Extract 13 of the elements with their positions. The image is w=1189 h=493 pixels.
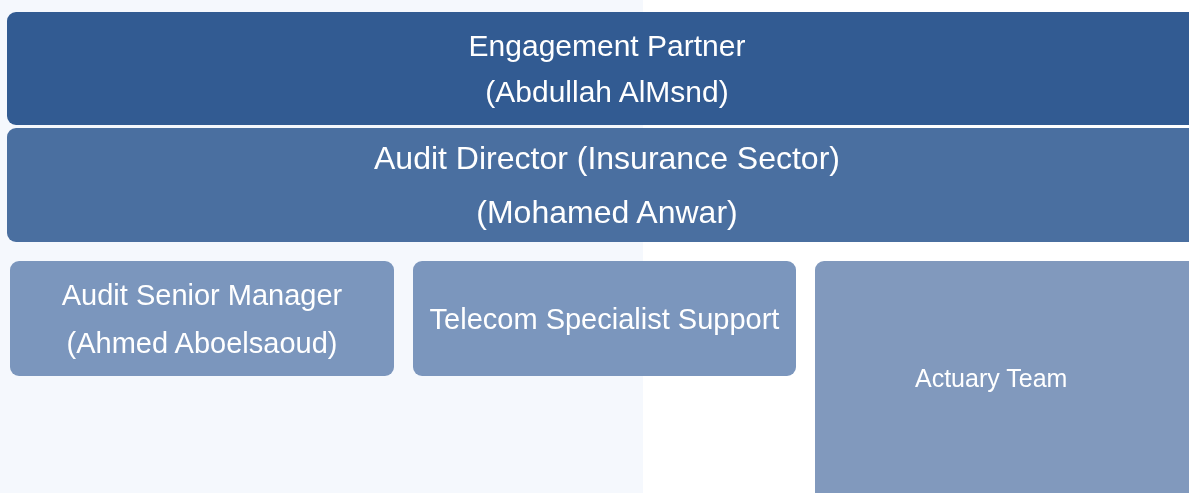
person-name: (Mohamed Anwar) bbox=[476, 193, 738, 232]
node-title: Audit Senior Manager bbox=[61, 277, 343, 313]
person-name: (Ahmed Aboelsaoud) bbox=[66, 325, 338, 361]
node-title: Telecom Specialist Support bbox=[429, 301, 780, 336]
manager-box bbox=[10, 261, 394, 376]
node-title: Engagement Partner bbox=[468, 27, 746, 64]
specialist-box bbox=[413, 261, 796, 376]
node-title: Audit Director (Insurance Sector) bbox=[374, 139, 840, 178]
person-name: (Abdullah AlMsnd) bbox=[485, 73, 729, 110]
partner-box bbox=[7, 12, 1189, 125]
team-box bbox=[815, 261, 1189, 493]
director-box bbox=[7, 128, 1189, 242]
node-title: Actuary Team bbox=[915, 363, 1068, 393]
